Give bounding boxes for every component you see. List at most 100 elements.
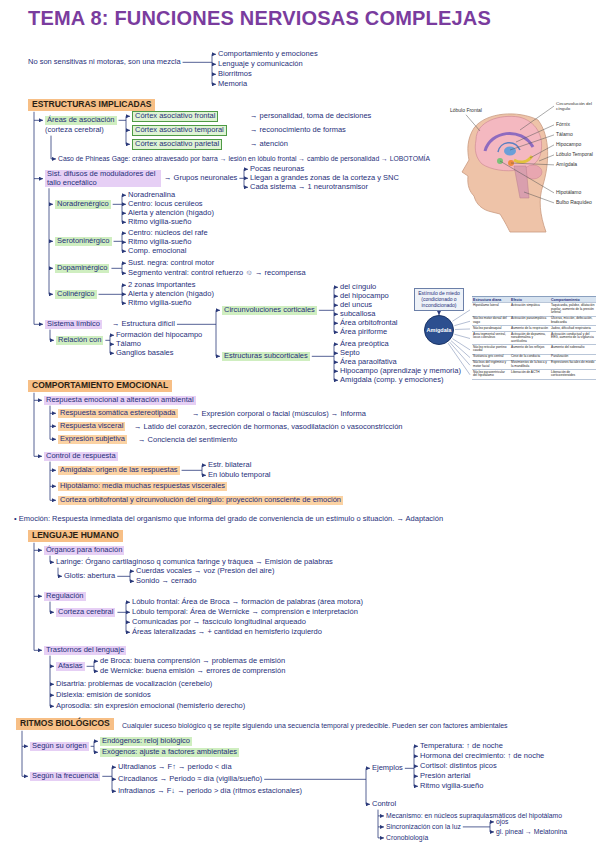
table-cell: Activación conductual y del EEG, aumento…	[550, 332, 596, 345]
bracket-arrow	[130, 581, 134, 582]
bracket-arrow	[34, 456, 42, 457]
note-holder: (corteza cerebral)	[45, 126, 104, 144]
bracket-arrow	[112, 791, 116, 792]
bracket-arrow	[50, 666, 54, 667]
note-text: Formación del hipocampo	[116, 331, 202, 340]
bracket-line	[51, 136, 52, 159]
bracket-arrow	[334, 332, 338, 333]
table-cell: Hipotálamo lateral	[472, 303, 510, 316]
bracket-line	[94, 741, 95, 752]
section-heading: COMPORTAMIENTO EMOCIONAL	[28, 380, 172, 392]
note-text: gl. pineal → Melatonina	[496, 828, 567, 836]
note-text: Hipocampo (aprendizaje y memoria)	[340, 367, 461, 376]
note-text: Área preóptica	[340, 340, 389, 349]
bracket-arrow	[58, 576, 62, 577]
note-text: Según la frecuencia	[30, 772, 100, 781]
note-text: Circunvoluciones corticales	[222, 306, 317, 315]
note-text: Laringe: Órgano cartilaginoso q comunica…	[56, 558, 333, 567]
note-text: → Expresión corporal o facial (músculos)…	[192, 410, 366, 419]
title-holder: TEMA 8: FUNCIONES NERVIOSAS COMPLEJAS	[28, 7, 491, 30]
bracket-line	[117, 612, 126, 613]
bracket-line	[91, 746, 94, 747]
note-text: Ritmo vigilia-sueño	[420, 782, 483, 791]
note-holder: → Conciencia del sentimiento	[138, 436, 237, 454]
bracket-arrow	[34, 650, 42, 651]
bracket-arrow	[216, 310, 220, 311]
bracket-arrow	[334, 305, 338, 306]
note-holder: Cronobiología	[386, 834, 428, 848]
bracket-arrow	[334, 380, 338, 381]
note-text: Trastornos del lenguaje	[44, 646, 126, 655]
note-text: Ritmo vigilia-sueño	[128, 238, 191, 247]
bracket-arrow	[334, 323, 338, 324]
note-holder: Relación con	[56, 336, 103, 354]
bracket-arrow	[51, 158, 56, 159]
leader-line	[516, 125, 554, 142]
note-text: Área orbitofrontal	[340, 319, 398, 328]
note-text: Hormona del crecimiento: ↑ de noche	[420, 752, 544, 761]
bracket-arrow	[112, 767, 116, 768]
note-text: Área piriforme	[340, 328, 387, 337]
circle-shape	[425, 316, 454, 345]
note-text: En lóbulo temporal	[208, 471, 271, 480]
bracket-line	[182, 470, 202, 471]
note-text: Biorritmos	[218, 70, 252, 79]
note-holder: Noradrenérgico	[55, 200, 111, 218]
bracket-arrow	[212, 74, 216, 75]
table-cell: Núcleo reticular pontino caudal	[472, 345, 510, 355]
table-cell: Núcleo motor dorsal del vago	[472, 317, 510, 327]
bracket-arrow	[50, 426, 56, 427]
note-holder: Córtex asociativo parietal	[132, 139, 222, 157]
table-cell: Taquicardia, palidez, dilatación pupilar…	[550, 303, 596, 316]
note-holder: Ejemplos	[372, 764, 403, 782]
note-text: Sist. difusos de moduladores del tallo e…	[45, 170, 161, 187]
note-text: Hipotálamo: media muchas respuestas visc…	[58, 482, 227, 491]
note-holder: Sonido → cerrado	[136, 577, 196, 595]
note-text: Septo	[340, 349, 360, 358]
note-text: subcallosa	[340, 310, 375, 319]
note-text: Sincronización con la luz	[386, 823, 461, 831]
note-holder: Lóbulo Temporal	[556, 152, 593, 170]
note-text: Circadianos → Periodo ≈ día (vigilia/sue…	[118, 775, 262, 784]
bracket-arrow	[414, 776, 418, 777]
bracket-arrow	[50, 562, 54, 563]
bracket-arrow	[122, 294, 126, 295]
bracket-line	[183, 62, 212, 63]
table-cell: Núcleos del trigémino y motor facial	[472, 361, 510, 371]
leader-line	[511, 163, 554, 165]
note-text: Control de respuesta	[44, 452, 118, 461]
note-text: Amígdala: origen de las respuestas	[58, 466, 180, 475]
note-text: Mecanismo: en núcleos supraquiasmáticos …	[386, 812, 562, 820]
note-text: Afasias	[56, 662, 85, 671]
fan-line	[454, 334, 470, 338]
fan-line	[455, 328, 470, 329]
note-text: Tálamo	[116, 340, 141, 349]
note-text: Respuesta visceral	[58, 422, 125, 431]
note-holder: Fórnix	[556, 122, 570, 140]
bracket-arrow	[34, 596, 42, 597]
part-label: Hipocampo	[556, 142, 581, 148]
bracket-arrow	[126, 622, 130, 623]
bracket-arrow	[22, 776, 28, 777]
note-text: Respuesta emocional a alteración ambient…	[44, 396, 196, 405]
structure-circle: Amígdala	[424, 315, 454, 345]
bracket-arrow	[378, 826, 384, 827]
bracket-arrow	[202, 475, 206, 476]
note-text: Centro: núcleos del rafe	[128, 229, 208, 238]
bracket-line	[334, 287, 335, 332]
table-cell: Área tegmental ventral, locus coeruleus	[472, 332, 510, 345]
note-text: Alerta y atención (hígado)	[128, 209, 214, 218]
bracket-arrow	[490, 821, 494, 822]
note-text: Área paraolfativa	[340, 358, 397, 367]
note-holder: Dopaminérgico	[55, 264, 109, 282]
bracket-line	[34, 112, 35, 325]
bracket-line	[119, 120, 126, 121]
bracket-arrow	[122, 303, 126, 304]
note-text: Sust. negra: control motor	[128, 259, 214, 268]
table-cell: Activación simpática	[510, 303, 550, 316]
bracket-line	[50, 656, 51, 707]
bracket-arrow	[334, 353, 338, 354]
note-text: Infradianos → F↓ → periodo > día (ritmos…	[118, 787, 302, 796]
bracket-arrow	[126, 602, 130, 603]
note-text: → Conciencia del sentimiento	[138, 436, 237, 445]
